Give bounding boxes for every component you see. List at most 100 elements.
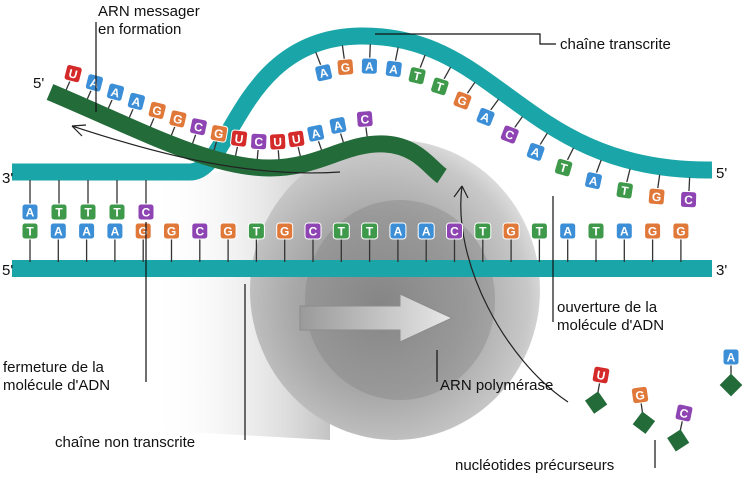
label-nucleotides-precurseurs: nucléotides précurseurs <box>455 457 614 474</box>
svg-text:T: T <box>412 69 423 84</box>
svg-text:A: A <box>394 225 403 239</box>
svg-text:T: T <box>253 225 261 239</box>
svg-text:T: T <box>592 225 600 239</box>
svg-text:T: T <box>620 183 630 198</box>
svg-text:A: A <box>333 118 344 133</box>
mrna-base: G <box>147 100 167 120</box>
backbone-tick <box>256 149 259 160</box>
template-base: T <box>407 66 427 86</box>
template-base: C <box>679 190 698 209</box>
svg-text:U: U <box>234 132 244 147</box>
template-base: A <box>584 171 603 191</box>
coding-base: A <box>49 222 67 240</box>
mrna-strand <box>46 84 448 184</box>
svg-text:C: C <box>309 225 318 239</box>
rna-polymerase <box>150 140 540 440</box>
backbone-tick <box>339 132 345 143</box>
svg-text:A: A <box>389 62 400 77</box>
rna-exit-arrowhead <box>71 124 87 137</box>
backbone-tick <box>566 147 575 161</box>
svg-text:A: A <box>130 94 142 110</box>
backbone-tick <box>297 146 302 157</box>
svg-text:C: C <box>360 112 370 127</box>
svg-text:C: C <box>193 119 205 135</box>
backbone-tick <box>65 80 71 91</box>
mrna-base: A <box>306 123 326 143</box>
mrna-base: C <box>355 110 374 128</box>
backbone-tick <box>513 116 523 129</box>
template-base: T <box>430 76 450 97</box>
template-base: C <box>499 124 520 145</box>
coding-base: T <box>21 222 39 240</box>
svg-text:A: A <box>109 85 121 101</box>
label-fermeture-1: fermeture de la <box>3 359 105 376</box>
svg-text:G: G <box>455 93 469 109</box>
svg-text:T: T <box>366 225 374 239</box>
nucleotide-entry-arrowhead <box>453 185 469 199</box>
template-base: A <box>21 203 39 221</box>
coding-base: C <box>446 222 463 240</box>
svg-text:A: A <box>422 225 431 239</box>
svg-text:A: A <box>88 75 100 91</box>
svg-text:A: A <box>310 126 322 142</box>
svg-text:T: T <box>338 225 346 239</box>
coding-base: T <box>530 222 548 240</box>
backbone-tick <box>341 45 345 60</box>
svg-text:A: A <box>82 225 91 239</box>
backbone-tick <box>466 81 476 95</box>
svg-text:G: G <box>506 225 515 239</box>
backbone-tick <box>394 47 399 62</box>
svg-text:C: C <box>684 193 693 207</box>
label-ouverture-2: molécule d'ADN <box>557 317 664 334</box>
svg-text:A: A <box>318 65 330 81</box>
mrna-base: U <box>268 133 287 151</box>
svg-text:C: C <box>254 135 264 149</box>
coding-base: G <box>219 222 237 240</box>
svg-text:A: A <box>620 225 629 239</box>
backbone-tick <box>234 146 239 157</box>
template-base: G <box>336 58 355 77</box>
label-arn-polymerase: ARN polymérase <box>440 377 553 394</box>
svg-text:T: T <box>479 225 487 239</box>
mrna-base: G <box>168 109 188 129</box>
mrna-base: U <box>63 64 83 84</box>
end-rna: 5' <box>33 75 44 92</box>
svg-text:U: U <box>595 368 606 383</box>
backbone-tick <box>688 177 691 192</box>
end-top-left: 3' <box>2 170 13 187</box>
backbone-tick <box>149 117 155 128</box>
coding-base: A <box>389 222 407 240</box>
svg-text:A: A <box>563 225 572 239</box>
template-base: T <box>615 181 634 200</box>
end-bottom-right: 3' <box>716 262 727 279</box>
svg-text:A: A <box>111 225 120 239</box>
coding-base: G <box>276 222 294 240</box>
backbone-tick <box>128 108 134 119</box>
backbone-tick <box>107 99 113 109</box>
svg-text:G: G <box>634 388 645 403</box>
coding-base: A <box>615 222 633 240</box>
coding-base: C <box>304 222 322 240</box>
backbone-tick <box>369 44 371 59</box>
coding-base: T <box>587 222 605 240</box>
template-base: A <box>314 63 334 83</box>
svg-text:A: A <box>26 206 35 220</box>
svg-text:T: T <box>558 160 570 176</box>
non-transcribed-strand <box>12 260 712 277</box>
svg-text:A: A <box>54 225 63 239</box>
coding-base: C <box>191 222 209 240</box>
svg-text:U: U <box>291 132 302 147</box>
backbone-tick <box>170 126 176 136</box>
free-nucleotide: A <box>719 348 743 397</box>
template-base: G <box>452 90 473 111</box>
mrna-base: A <box>105 82 126 102</box>
backbone-tick <box>86 89 92 100</box>
mrna-base: G <box>209 124 229 143</box>
backbone-tick <box>213 140 218 151</box>
backbone-tick <box>539 132 548 146</box>
mrna-base: U <box>287 129 306 149</box>
svg-text:C: C <box>195 225 204 239</box>
free-nucleotide: G <box>630 385 656 434</box>
end-bottom-left: 5' <box>2 262 13 279</box>
svg-text:G: G <box>280 225 289 239</box>
